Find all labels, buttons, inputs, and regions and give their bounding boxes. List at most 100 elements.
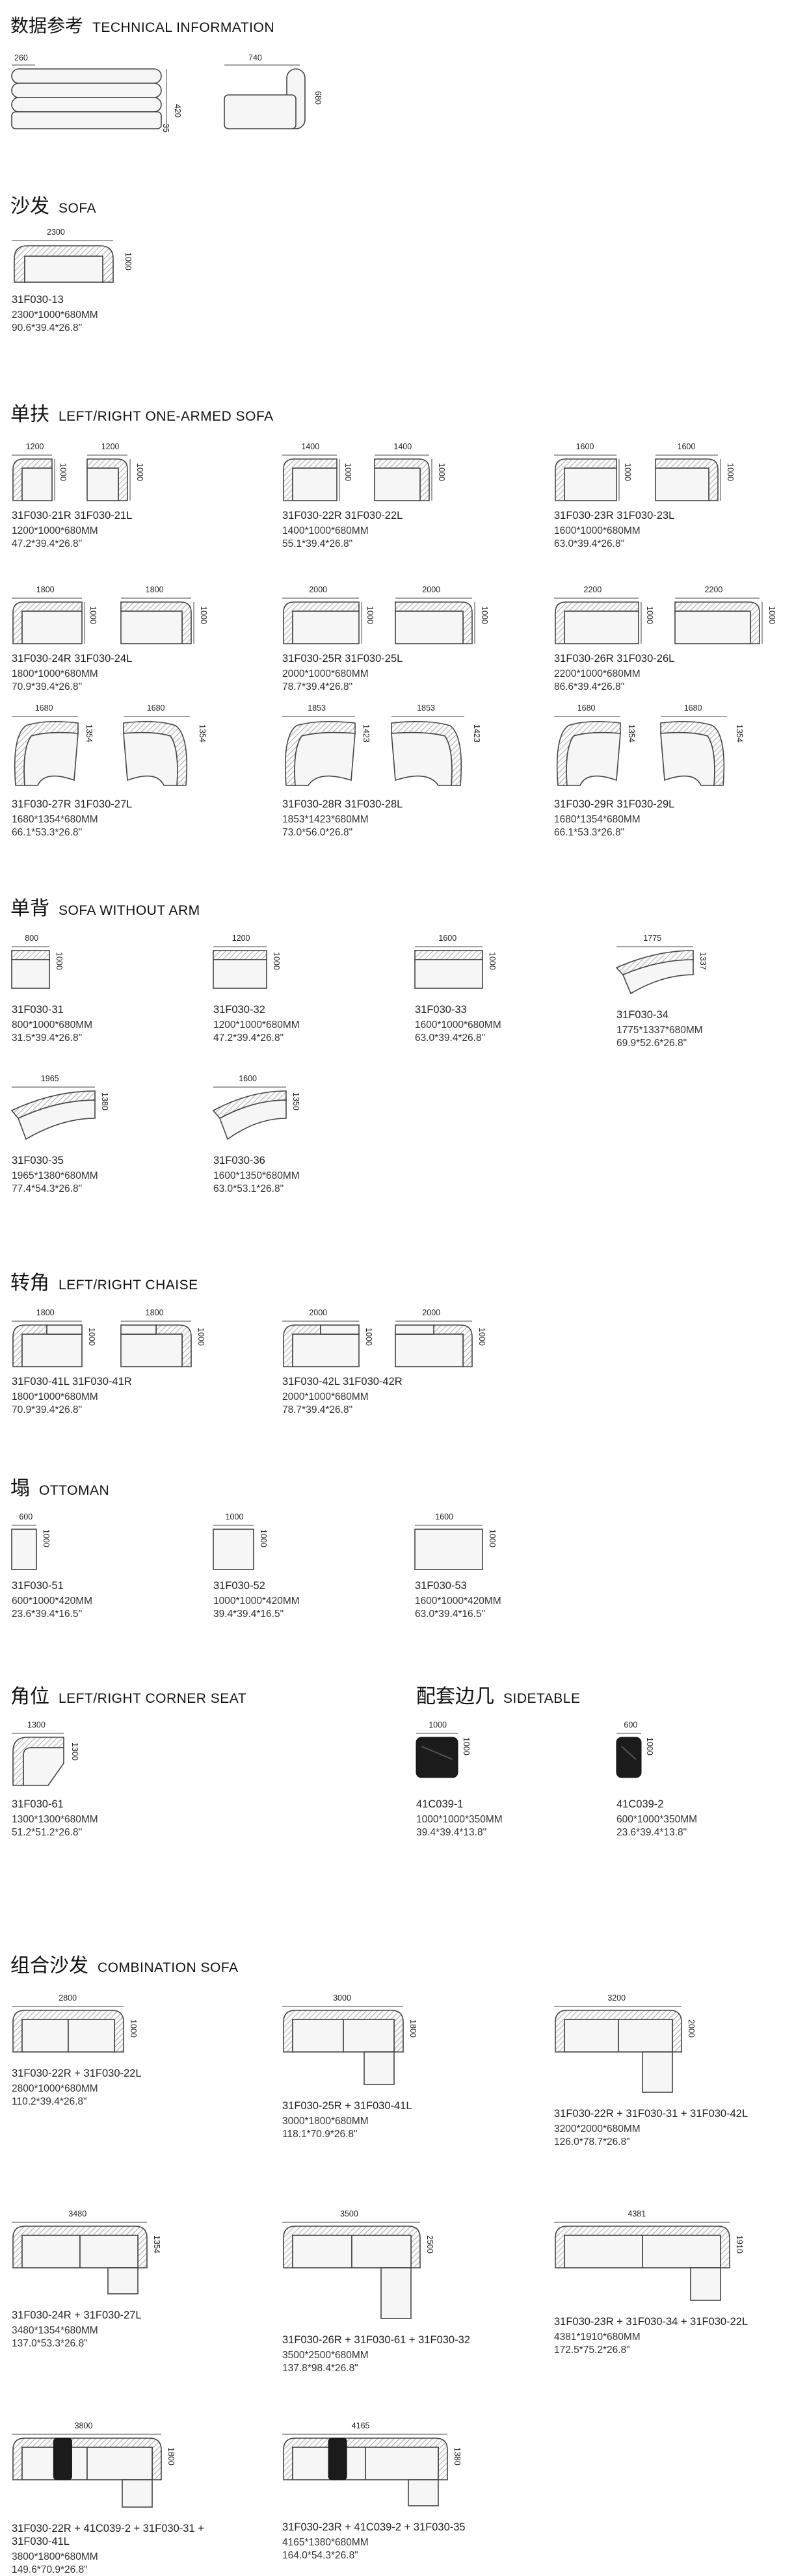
depth-label: 1000 [88, 606, 98, 624]
width-label: 1800 [36, 585, 55, 594]
width-label: 1200 [232, 934, 250, 943]
combination-drawing [12, 2006, 124, 2053]
dimension-inch: 70.9*39.4*26.8" [12, 681, 83, 692]
sofa-drawing [655, 454, 721, 501]
dimension-mm: 2000*1000*680MM [282, 1391, 369, 1402]
depth-label: 1000 [488, 1529, 497, 1547]
dimension-inch: 66.1*53.3*26.8" [554, 827, 625, 838]
ottoman-drawing [414, 1525, 483, 1570]
sidetable-drawing [616, 1733, 642, 1778]
dimension-inch: 77.4*54.3*26.8" [12, 1183, 83, 1194]
dimension-mm: 3000*1800*680MM [282, 2116, 369, 2127]
product-code: 31F030-28R 31F030-28L [282, 798, 403, 810]
depth-label: 1000 [364, 1328, 373, 1346]
sofa-drawing [11, 946, 50, 989]
sofa-drawing [12, 598, 85, 644]
sofa-drawing [282, 716, 356, 786]
sofa-drawing [12, 716, 79, 786]
width-label: 2300 [47, 228, 65, 237]
dimension-inch: 66.1*53.3*26.8" [12, 827, 83, 838]
dimension-mm: 1600*1000*420MM [415, 1596, 501, 1607]
width-label: 1000 [225, 1512, 244, 1521]
dimension-mm: 1200*1000*680MM [213, 1019, 300, 1031]
dimension-mm: 1680*1354*680MM [12, 814, 98, 825]
dimension-mm: 1600*1350*680MM [213, 1170, 300, 1181]
combination-drawing [282, 2222, 421, 2319]
width-label: 1800 [36, 1308, 55, 1317]
width-label: 1600 [677, 442, 696, 451]
dimension-mm: 600*1000*420MM [12, 1596, 93, 1607]
depth-label: 1000 [129, 2019, 138, 2038]
depth-label: 1000 [623, 463, 632, 481]
depth-label: 1000 [462, 1737, 471, 1755]
product-code: 31F030-13 [12, 294, 64, 306]
product-code: 31F030-27R 31F030-27L [12, 798, 133, 810]
dimension-inch: 63.0*39.4*26.8" [415, 1032, 486, 1044]
dimension-mm: 1800*1000*680MM [12, 668, 98, 679]
product-code: 31F030-23R + 41C039-2 + 31F030-35 [282, 2521, 466, 2533]
width-label: 3000 [333, 1993, 351, 2003]
dimension-mm: 4165*1380*680MM [282, 2537, 369, 2548]
width-label: 1853 [417, 703, 435, 713]
depth-label: 1000 [196, 1328, 205, 1346]
dimension-inch: 63.0*39.4*16.5" [415, 1609, 486, 1620]
combination-drawing [282, 2434, 448, 2506]
width-label: 1800 [145, 585, 164, 594]
sofa-drawing [554, 598, 642, 644]
dimension-mm: 3500*2500*680MM [282, 2350, 369, 2361]
product-code: 31F030-23R 31F030-23L [554, 510, 675, 521]
dimension-mm: 1000*1000*350MM [416, 1814, 503, 1825]
depth-label: 1380 [453, 2447, 462, 2465]
width-label: 2000 [422, 1308, 441, 1317]
depth-label: 1000 [343, 463, 352, 481]
width-label: 3500 [340, 2209, 358, 2218]
depth-label: 1354 [627, 724, 636, 743]
dimension-mm: 800*1000*680MM [12, 1019, 93, 1031]
combination-drawing [554, 2006, 682, 2093]
product-code: 41C039-2 [616, 1798, 664, 1810]
product-code: 31F030-33 [415, 1004, 467, 1016]
product-code: 31F030-25R + 31F030-41L [282, 2100, 412, 2112]
width-label: 1680 [146, 703, 165, 713]
depth-label: 1800 [166, 2447, 176, 2465]
width-label: 1600 [239, 1074, 257, 1083]
combination-drawing [12, 2222, 148, 2294]
sofa-drawing [10, 1086, 96, 1140]
product-code: 31F030-24R + 31F030-27L [12, 2309, 142, 2321]
width-label: 1400 [301, 442, 320, 451]
depth-label: 1380 [100, 1092, 109, 1111]
width-label: 3800 [74, 2421, 93, 2430]
depth-label: 1423 [362, 724, 371, 743]
width-label: 3200 [607, 1993, 626, 2003]
dimension-inch: 90.6*39.4*26.8" [12, 322, 83, 334]
depth-label: 2000 [687, 2019, 696, 2038]
dimension-mm: 3200*2000*680MM [554, 2123, 641, 2135]
width-label: 2200 [583, 585, 602, 594]
width-label: 1200 [101, 442, 120, 451]
product-code: 31F030-22R + 31F030-31 + 31F030-42L [554, 2108, 748, 2120]
width-label: 1200 [25, 442, 44, 451]
sofa-drawing [86, 454, 131, 501]
depth-label: 1910 [735, 2235, 744, 2254]
product-card: 2300 1000 31F030-13 2300*1000*680MM 90.6… [12, 228, 142, 345]
depth-label: 1000 [87, 1328, 96, 1346]
dimension-inch: 63.0*53.1*26.8" [213, 1183, 284, 1194]
